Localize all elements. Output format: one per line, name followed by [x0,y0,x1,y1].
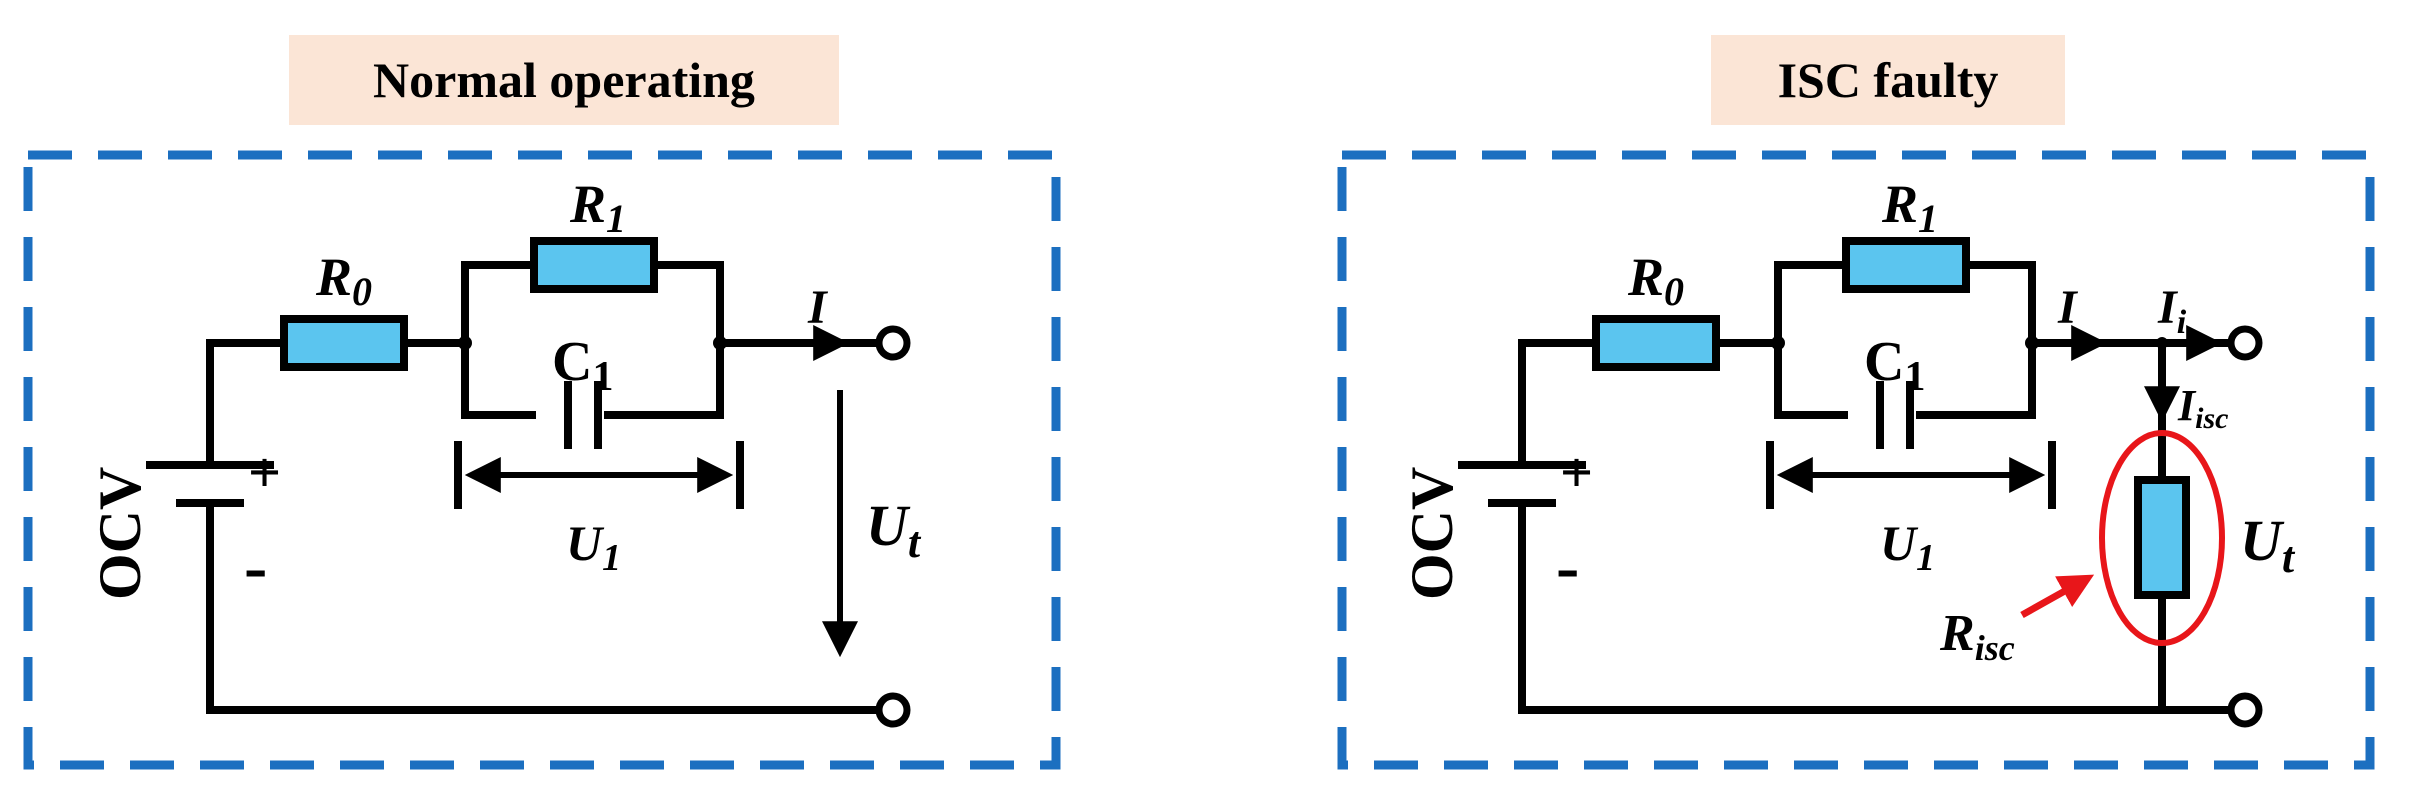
left-minus-sign: - [244,529,267,606]
normal-operating-title-box: Normal operating [289,35,839,125]
right-minus-sign: - [1556,529,1579,606]
right-risc-label: Risc [1939,605,2015,668]
left-node-1 [458,336,472,350]
left-r1-resistor [530,237,658,293]
right-ii-label: Ii [2157,281,2187,341]
left-ut-label: Ut [866,493,922,567]
left-terminal-top [875,325,911,361]
right-node-1 [1771,336,1785,350]
right-risc-pointer-arrow [2020,574,2095,619]
right-c1-label: C1 [1864,331,1925,400]
left-i-label: I [807,281,829,334]
left-node-2 [713,336,727,350]
normal-operating-panel: R0 R1 C1 I U1 Ut OCV + - [23,150,1061,770]
right-r1-resistor [1842,237,1970,293]
right-terminal-bottom [2227,692,2263,728]
left-parallel-left-rail [461,261,536,419]
left-terminal-bottom [875,692,911,728]
isc-faulty-panel: R0 R1 C1 I Ii Iisc U1 Ut Risc OCV + - [1337,150,2375,770]
right-ocv-label: OCV [1399,467,1465,600]
left-r0-resistor [280,315,408,371]
left-battery-top-wire [206,339,288,469]
right-risc-resistor [2134,476,2190,599]
left-plus-sign: + [248,440,281,505]
right-ut-label: Ut [2240,508,2296,582]
right-plus-sign: + [1560,440,1593,505]
left-c1-label: C1 [552,331,613,400]
right-node-3 [2156,337,2168,349]
right-i-label: I [2057,281,2079,334]
isc-faulty-title: ISC faulty [1777,52,1999,108]
normal-operating-title: Normal operating [373,52,755,108]
left-r0-label: R0 [315,247,372,314]
right-battery-top-wire [1518,339,1600,469]
left-ocv-label: OCV [87,467,153,600]
right-risc-highlight [2099,430,2225,646]
right-r0-label: R0 [1627,247,1684,314]
left-u1-label: U1 [566,515,621,579]
left-panel-border [23,150,1061,770]
right-bottom-wire [1518,499,2249,714]
right-iisc-label: Iisc [2177,381,2228,435]
right-u1-label: U1 [1880,515,1935,579]
left-bottom-wire [206,499,897,714]
right-node-2 [2025,336,2039,350]
right-r1-label: R1 [1881,174,1938,241]
right-parallel-left-rail [1774,261,1848,419]
right-terminal-top [2227,325,2263,361]
isc-faulty-title-box: ISC faulty [1711,35,2065,125]
left-r1-label: R1 [569,174,626,241]
right-r0-resistor [1592,315,1720,371]
right-panel-border [1337,150,2375,770]
